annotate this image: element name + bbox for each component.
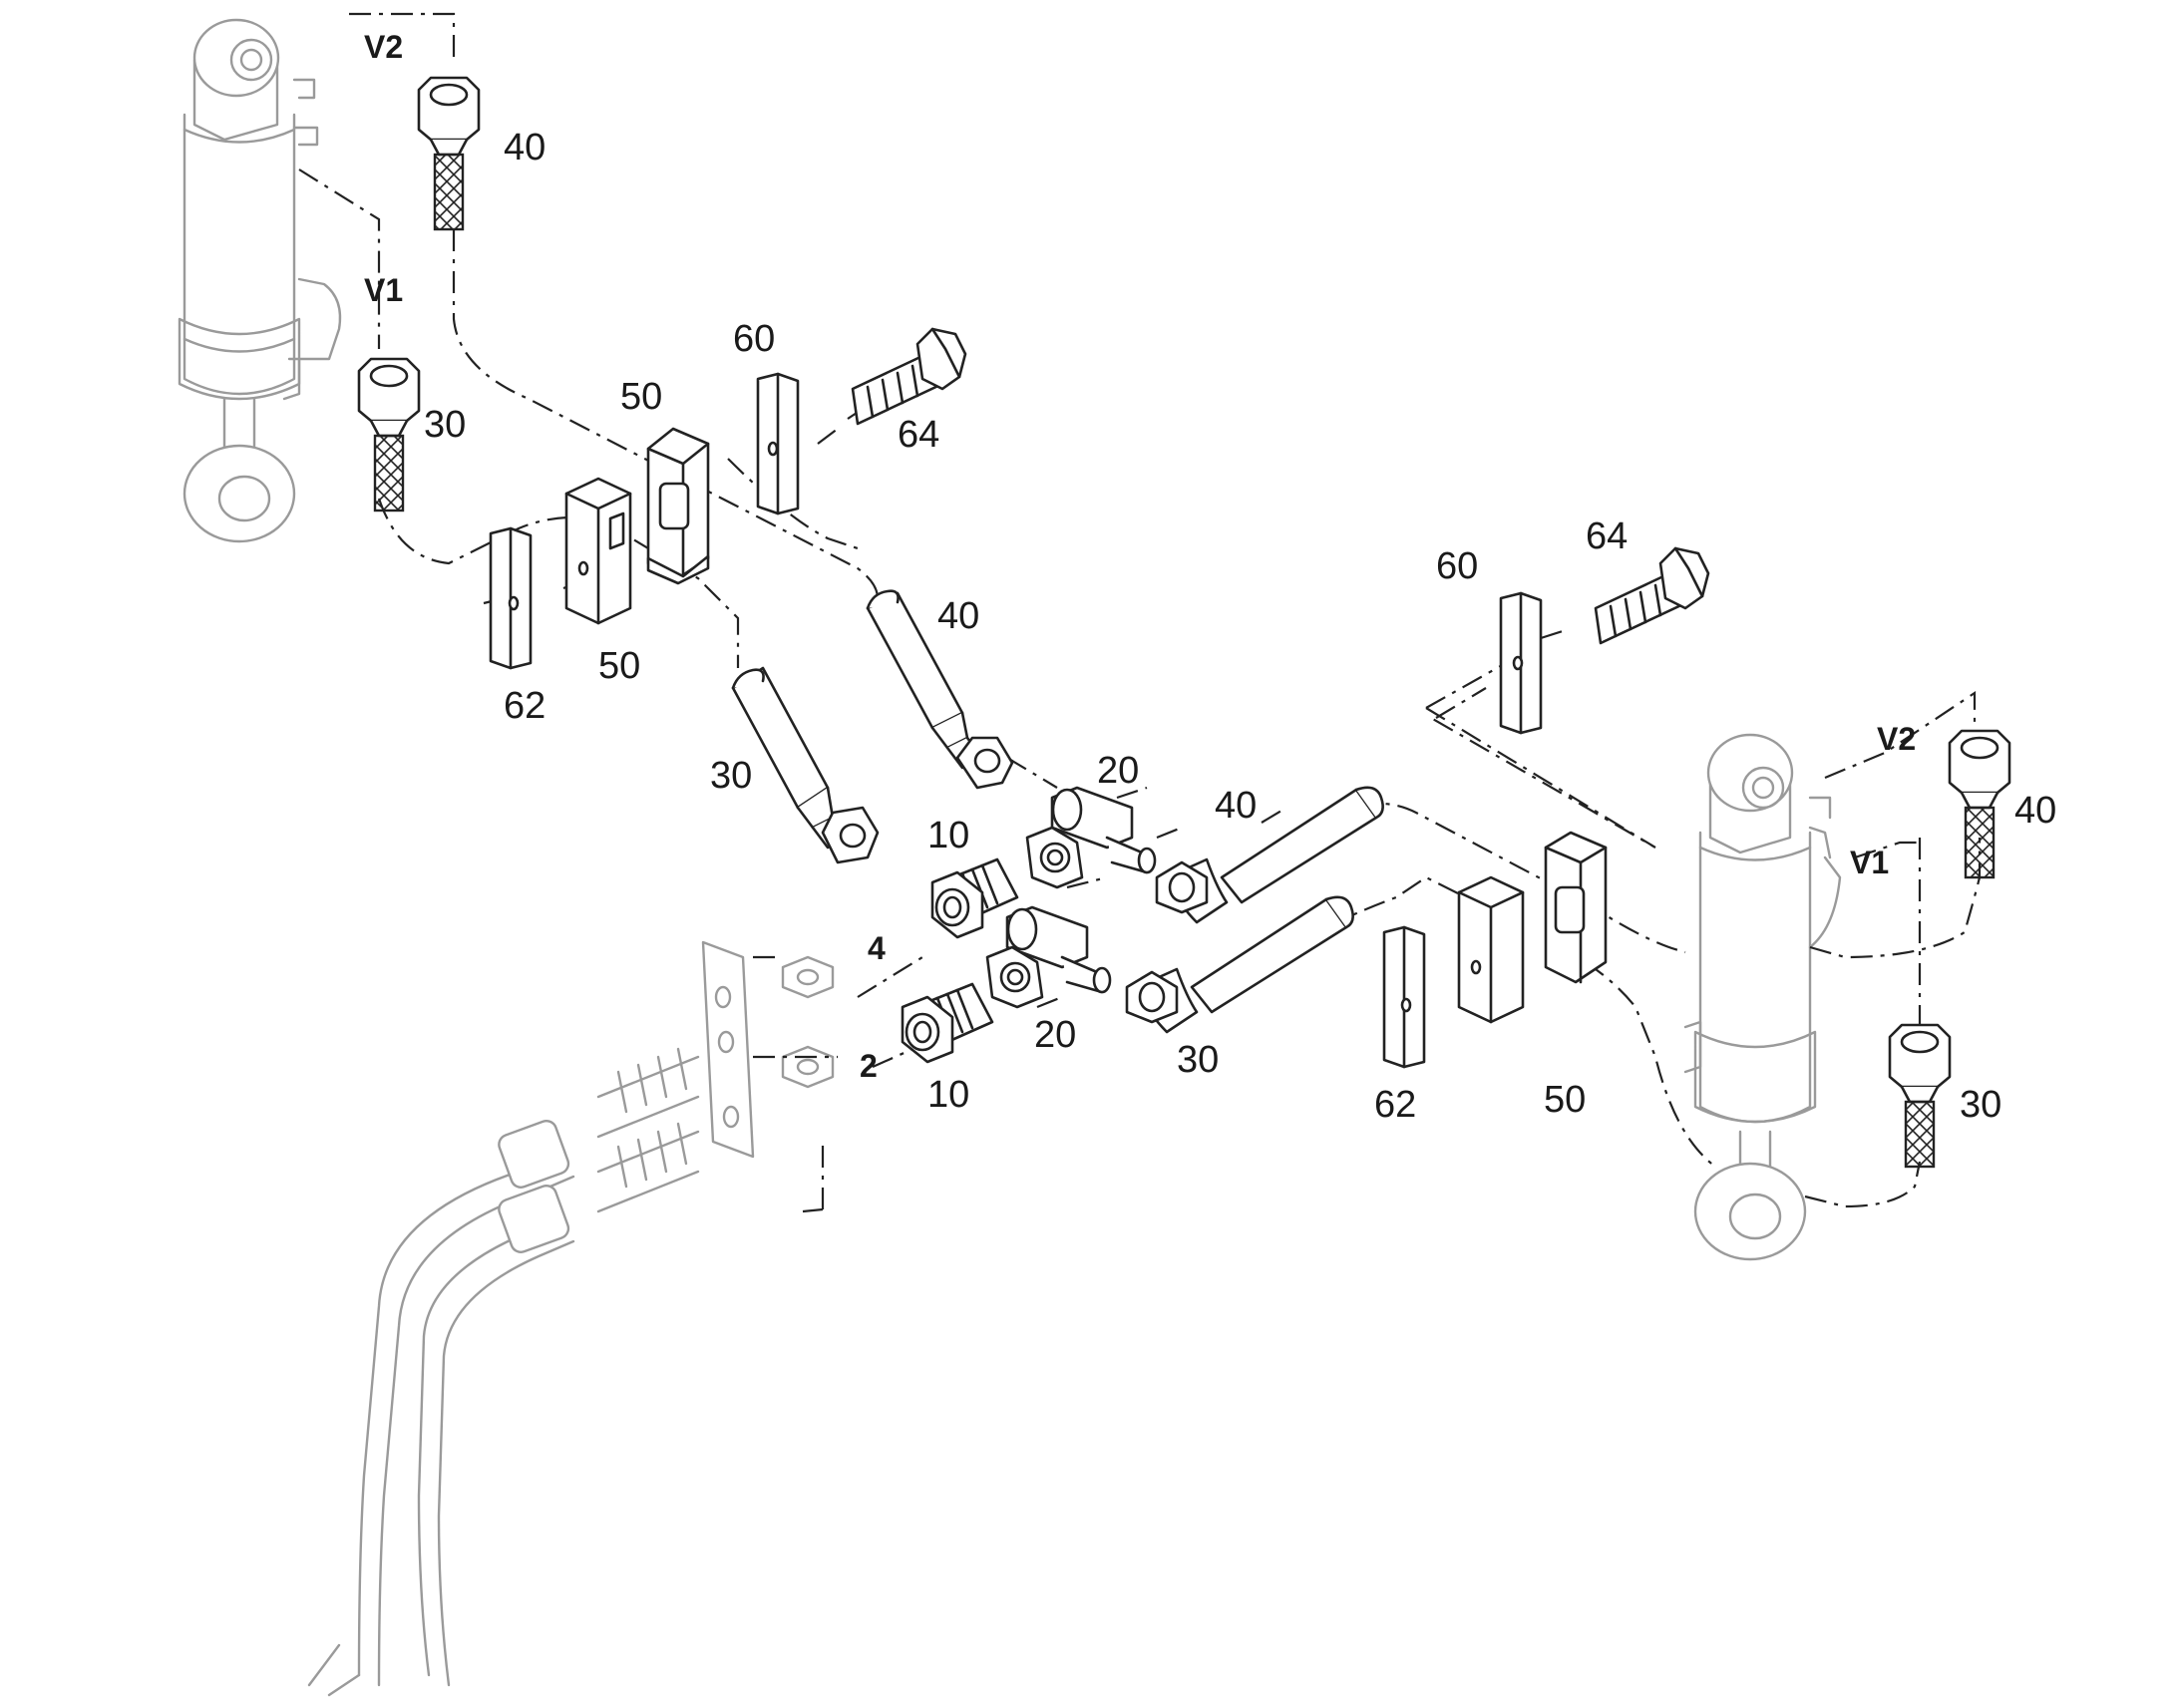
clamp-50-top: [646, 427, 710, 585]
right-hydraulic-cylinder: [1683, 733, 1842, 1261]
bolt-64-right: [1594, 546, 1710, 645]
hose-30-top: [357, 357, 421, 512]
callout-hose-40-mid: 40: [937, 595, 979, 637]
fitting-10-upper: [930, 857, 1019, 939]
hose-30-right: [1888, 1023, 1952, 1169]
callout-plate-60-right: 60: [1436, 545, 1478, 587]
plate-62-right: [1382, 925, 1426, 1069]
hose-40-mid: [866, 589, 1014, 790]
callout-hose-30-right: 30: [1960, 1084, 2001, 1126]
callout-hose-40-right: 40: [2014, 790, 2056, 832]
hose-40-top: [417, 76, 481, 231]
callout-bolt-64-top: 64: [898, 414, 939, 456]
callout-v1-left: V1: [364, 272, 403, 308]
callout-hose-30-top: 30: [424, 404, 466, 446]
callout-clamp-50-right: 50: [1544, 1079, 1586, 1121]
callout-plate-62-left: 62: [504, 685, 545, 727]
callout-fitting-10-upper: 10: [927, 815, 969, 856]
callout-v2-left: V2: [364, 29, 403, 65]
routing-lines: [298, 12, 1982, 1213]
plate-60-right: [1499, 591, 1543, 735]
callout-labels: V2 V1 40 30 50 60 64 50 62 30 40 60 64 2…: [364, 29, 2056, 1126]
bolt-64-top: [851, 327, 967, 426]
hose-40-center: [1155, 786, 1384, 924]
callout-port-4: 4: [868, 930, 886, 966]
callout-hose-40-top: 40: [504, 127, 545, 169]
supply-pipes: [307, 940, 835, 1697]
fitting-10-lower: [901, 982, 994, 1064]
callout-plate-60-top: 60: [733, 318, 775, 360]
left-hydraulic-cylinder: [178, 18, 342, 543]
clamp-50-mid: [564, 477, 632, 625]
callout-hose-30-mid: 30: [710, 755, 752, 797]
callout-tee-20-lower: 20: [1034, 1014, 1076, 1056]
callout-tee-20-upper: 20: [1097, 750, 1139, 792]
callout-hose-40-center: 40: [1215, 785, 1257, 827]
hose-30-center: [1125, 895, 1354, 1034]
callout-hose-30-center: 30: [1177, 1039, 1219, 1081]
callout-port-2: 2: [860, 1048, 878, 1084]
callout-v1-right: V1: [1850, 845, 1889, 880]
callout-clamp-50-mid: 50: [598, 645, 640, 687]
callout-clamp-50-top: 50: [620, 376, 662, 418]
callout-bolt-64-right: 64: [1586, 515, 1628, 557]
plate-62-left: [489, 526, 533, 670]
tee-20-lower: [985, 905, 1112, 1009]
callout-fitting-10-lower: 10: [927, 1074, 969, 1116]
tee-20-upper: [1025, 786, 1157, 889]
callout-plate-62-right: 62: [1374, 1084, 1416, 1126]
plate-60-top: [756, 372, 800, 515]
hose-40-right: [1948, 729, 2011, 879]
clamp-50-right: [1457, 831, 1608, 1024]
hose-30-mid: [731, 666, 880, 864]
callout-v2-right: V2: [1877, 721, 1916, 757]
